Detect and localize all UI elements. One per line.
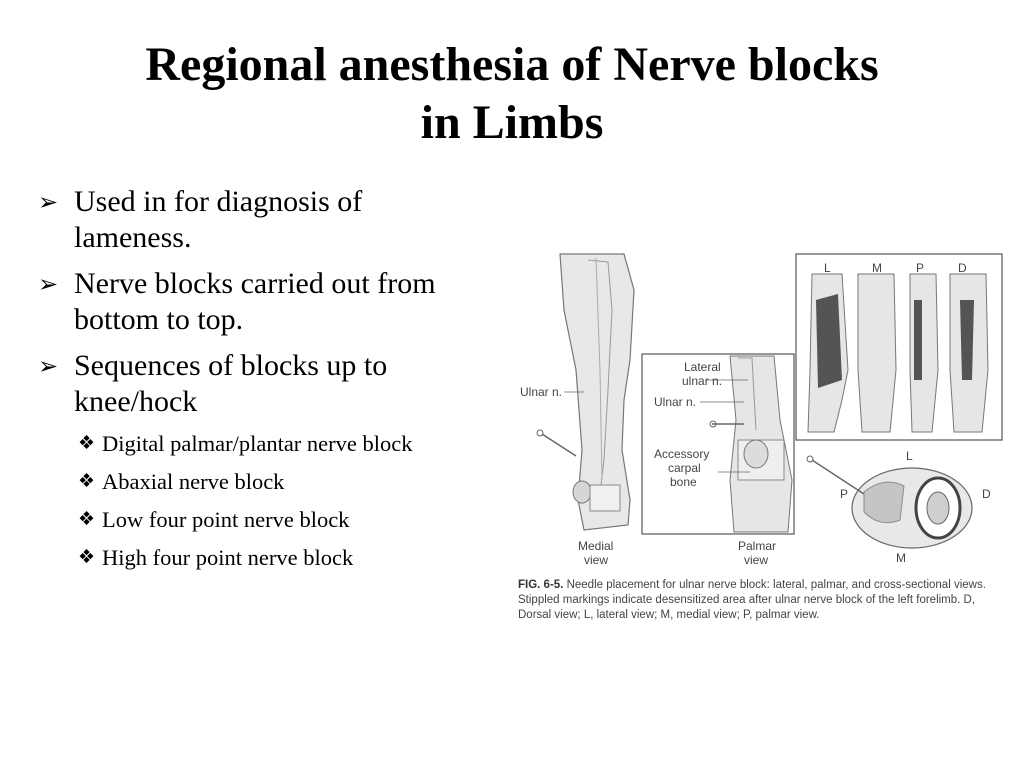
- title-line-1: Regional anesthesia of Nerve blocks: [145, 38, 879, 91]
- bone-label: bone: [670, 475, 697, 489]
- diamond-bullet-icon: ❖: [78, 509, 96, 530]
- medial-limb-drawing: [536, 253, 635, 531]
- figure-caption-label: FIG. 6-5.: [518, 579, 564, 591]
- bullet-list: ➢ Used in for diagnosis of lameness. ➢ N…: [38, 184, 468, 582]
- medial-label: Medial: [578, 539, 613, 553]
- arrow-bullet-icon: ➢: [38, 354, 59, 380]
- bullet-text: Used in for diagnosis of lameness.: [74, 185, 363, 254]
- sub-bullet-list: ❖ Digital palmar/plantar nerve block ❖ A…: [78, 430, 458, 572]
- cross-section-drawing: [806, 455, 973, 549]
- nerve-block-figure: Ulnar n. Lateral ulnar n. Ulnar n. Acces…: [512, 250, 1012, 650]
- view-label-M: M: [872, 261, 882, 275]
- bullet-item: ➢ Sequences of blocks up to knee/hock: [38, 348, 468, 420]
- view-label-L: L: [824, 261, 831, 275]
- palmar-view-label: view: [744, 553, 768, 567]
- sub-bullet-item: ❖ Low four point nerve block: [78, 506, 458, 534]
- medial-view-label: view: [584, 553, 608, 567]
- xsection-label-P: P: [840, 487, 848, 501]
- view-label-P: P: [916, 261, 924, 275]
- four-view-panel-drawing: [795, 253, 1003, 441]
- xsection-label-M: M: [896, 551, 906, 565]
- sub-bullet-text: Low four point nerve block: [102, 507, 350, 532]
- arrow-bullet-icon: ➢: [38, 190, 59, 216]
- bullet-text: Sequences of blocks up to knee/hock: [74, 349, 388, 418]
- xsection-label-D: D: [982, 487, 991, 501]
- title-line-2: in Limbs: [420, 96, 604, 149]
- sub-bullet-text: Abaxial nerve block: [102, 469, 285, 494]
- diamond-bullet-icon: ❖: [78, 433, 96, 454]
- bullet-item: ➢ Used in for diagnosis of lameness.: [38, 184, 468, 256]
- bullet-text: Nerve blocks carried out from bottom to …: [74, 267, 436, 336]
- sub-bullet-item: ❖ Digital palmar/plantar nerve block: [78, 430, 458, 458]
- figure-caption: FIG. 6-5. Needle placement for ulnar ner…: [518, 578, 1008, 623]
- arrow-bullet-icon: ➢: [38, 272, 59, 298]
- bullet-item: ➢ Nerve blocks carried out from bottom t…: [38, 266, 468, 338]
- lateral-ulnar-nerve-label: ulnar n.: [682, 374, 722, 388]
- sub-bullet-item: ❖ Abaxial nerve block: [78, 468, 458, 496]
- xsection-label-L: L: [906, 449, 913, 463]
- ulnar-nerve-label: Ulnar n.: [520, 385, 562, 399]
- figure-caption-text: Needle placement for ulnar nerve block: …: [518, 579, 986, 621]
- palmar-label: Palmar: [738, 539, 776, 553]
- palmar-view-drawing: [641, 353, 795, 535]
- nerve-block-illustration: Ulnar n. Lateral ulnar n. Ulnar n. Acces…: [520, 253, 1003, 567]
- sub-bullet-item: ❖ High four point nerve block: [78, 544, 458, 572]
- diamond-bullet-icon: ❖: [78, 547, 96, 568]
- accessory-label: Accessory: [654, 447, 709, 461]
- sub-bullet-container: ❖ Digital palmar/plantar nerve block ❖ A…: [38, 430, 468, 572]
- sub-bullet-text: High four point nerve block: [102, 545, 354, 570]
- lateral-label: Lateral: [684, 360, 721, 374]
- view-label-D: D: [958, 261, 967, 275]
- sub-bullet-text: Digital palmar/plantar nerve block: [102, 431, 413, 456]
- inner-ulnar-nerve-label: Ulnar n.: [654, 395, 696, 409]
- diamond-bullet-icon: ❖: [78, 471, 96, 492]
- slide-title: Regional anesthesia of Nerve blocks in L…: [0, 36, 1024, 152]
- carpal-label: carpal: [668, 461, 701, 475]
